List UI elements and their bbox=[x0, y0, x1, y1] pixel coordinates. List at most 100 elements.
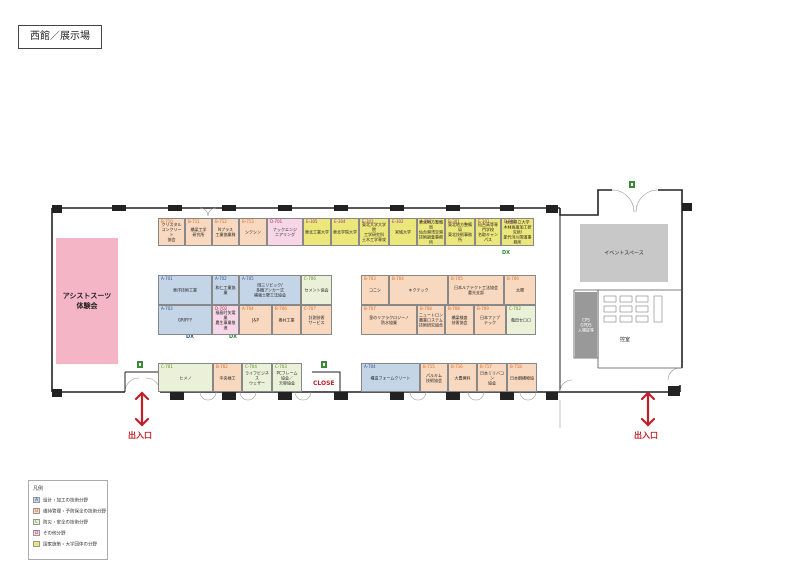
legend-item-label: 維持管理・予防保全の技術分野 bbox=[43, 509, 106, 515]
legend-swatch: A bbox=[33, 497, 40, 503]
legend-title: 凡例 bbox=[33, 486, 44, 492]
booth-id: A-703 bbox=[161, 306, 173, 311]
booth-name: 中央検工 bbox=[219, 375, 236, 380]
event-space: イベントスペース bbox=[580, 224, 668, 282]
dx-label: DX bbox=[502, 250, 511, 256]
booth-name: シクシン bbox=[245, 229, 261, 235]
booth-name: Nプラス 工業協業株 bbox=[215, 227, 236, 237]
booth: B-718 日本鋼橋物協 bbox=[507, 363, 537, 392]
booth-name: 福島吋矢電業 農生事業推進 bbox=[215, 310, 236, 330]
booth-name: 東北工業大学 bbox=[305, 229, 329, 235]
booth: C-707 計測技術 サービス bbox=[301, 305, 332, 335]
booth-name: 岡三リビック/ 多機アンカー式 補強土壁工法協会 bbox=[254, 282, 286, 298]
legend-swatch: B bbox=[33, 508, 40, 514]
booth-name: 東北地方整備局 東北技術事務所 bbox=[448, 222, 472, 242]
booth-name: 太陽 bbox=[516, 287, 524, 293]
booth-id: B-711 bbox=[188, 219, 200, 224]
booth-name: 日本鋼橋物協 bbox=[510, 375, 534, 380]
booth-id: D-702 bbox=[215, 306, 228, 311]
booth-name: 宮城大学 bbox=[395, 229, 411, 235]
booth: B-716 大豊建料 bbox=[448, 363, 477, 392]
booth-id: C-704 bbox=[245, 364, 257, 369]
booth-id: B-704 bbox=[392, 276, 404, 281]
booth-name: 東北学院大学 bbox=[333, 229, 357, 235]
booth-name: ヒメノ bbox=[179, 375, 192, 380]
booth: B-703 コニシ bbox=[361, 275, 389, 305]
booth: D-701 ナックエンジ ニアリング bbox=[267, 218, 303, 246]
booth-id: B-713 bbox=[242, 219, 254, 224]
booth-id: B-702 bbox=[216, 364, 228, 369]
booth-id: E-300 bbox=[504, 219, 516, 224]
booth-id: D-701 bbox=[270, 219, 283, 224]
booth-name: 日本ルナテクト工法協会 重光支部 bbox=[454, 285, 498, 295]
booth-id: B-710 bbox=[161, 219, 173, 224]
booth-name: 奥村工業 bbox=[278, 317, 295, 323]
exit-label-west: 出入口 bbox=[128, 431, 152, 440]
booth-id: E-303 bbox=[362, 219, 374, 224]
booth-id: B-709 bbox=[477, 306, 489, 311]
booth-id: C-706 bbox=[304, 276, 316, 281]
booth-id: B-708 bbox=[448, 306, 460, 311]
booth-name: 亀田セロロ bbox=[511, 317, 531, 323]
booth-name: クリスタル コンクリート 協会 bbox=[161, 222, 182, 242]
booth-name: PCフレーム 協会／ 天容協会 bbox=[276, 370, 298, 385]
exit-label-east: 出入口 bbox=[634, 431, 658, 440]
booth-id: A-301 bbox=[420, 219, 432, 224]
booth-id: B-718 bbox=[510, 364, 522, 369]
booth-name: 大豊建料 bbox=[454, 375, 471, 380]
close-label: CLOSE bbox=[313, 380, 335, 387]
booth-name: 橋梁工学 研究所 bbox=[190, 227, 207, 237]
booth-name: 秋田県立大学 木材高度加工研究所/ 能代河川国道事務所 bbox=[503, 219, 532, 245]
legend-item: 国家施策・大学団体の分野 bbox=[33, 541, 97, 548]
reception-label: CPS GPDS 入場証等 bbox=[578, 317, 594, 333]
booth-name: 構造フォームクリート bbox=[370, 375, 411, 380]
booth-name: コニシ bbox=[369, 287, 381, 293]
booth-name: ナックエンジ ニアリング bbox=[273, 227, 297, 237]
booth-id: E-304 bbox=[334, 219, 346, 224]
booth-name: ライフビジネス ウェザー bbox=[245, 370, 269, 385]
booth-name: ニュートロン 農業ロステム 技術研究組合 bbox=[419, 312, 443, 328]
booth-name: 計測技術 サービス bbox=[308, 315, 325, 325]
booth-id: E-301 bbox=[478, 219, 490, 224]
booth: B-702 中央検工 bbox=[213, 363, 242, 392]
booth-id: C-703 bbox=[275, 364, 287, 369]
booth-id: B-716 bbox=[451, 364, 463, 369]
booth: B-711 橋梁工学 研究所 bbox=[185, 218, 212, 246]
booth-id: A-704 bbox=[364, 364, 376, 369]
dx-label: DX bbox=[186, 334, 195, 340]
booth: B-713 シクシン bbox=[239, 218, 267, 246]
control-room-label: 控室 bbox=[620, 337, 631, 343]
booth-id: B-703 bbox=[364, 276, 376, 281]
booth-id: C-707 bbox=[304, 306, 316, 311]
booth-name: 東洋技術工業 bbox=[173, 287, 197, 293]
page-title: 西館／展示場 bbox=[18, 25, 102, 49]
booth-id: B-707 bbox=[364, 306, 376, 311]
booth-id: A-704 bbox=[242, 306, 254, 311]
booth-id: A-702 bbox=[215, 276, 227, 281]
legend-swatch bbox=[33, 541, 40, 547]
reception-area: CPS GPDS 入場証等 bbox=[575, 292, 597, 358]
legend-item-label: 設計・加工の技術分野 bbox=[43, 498, 88, 504]
